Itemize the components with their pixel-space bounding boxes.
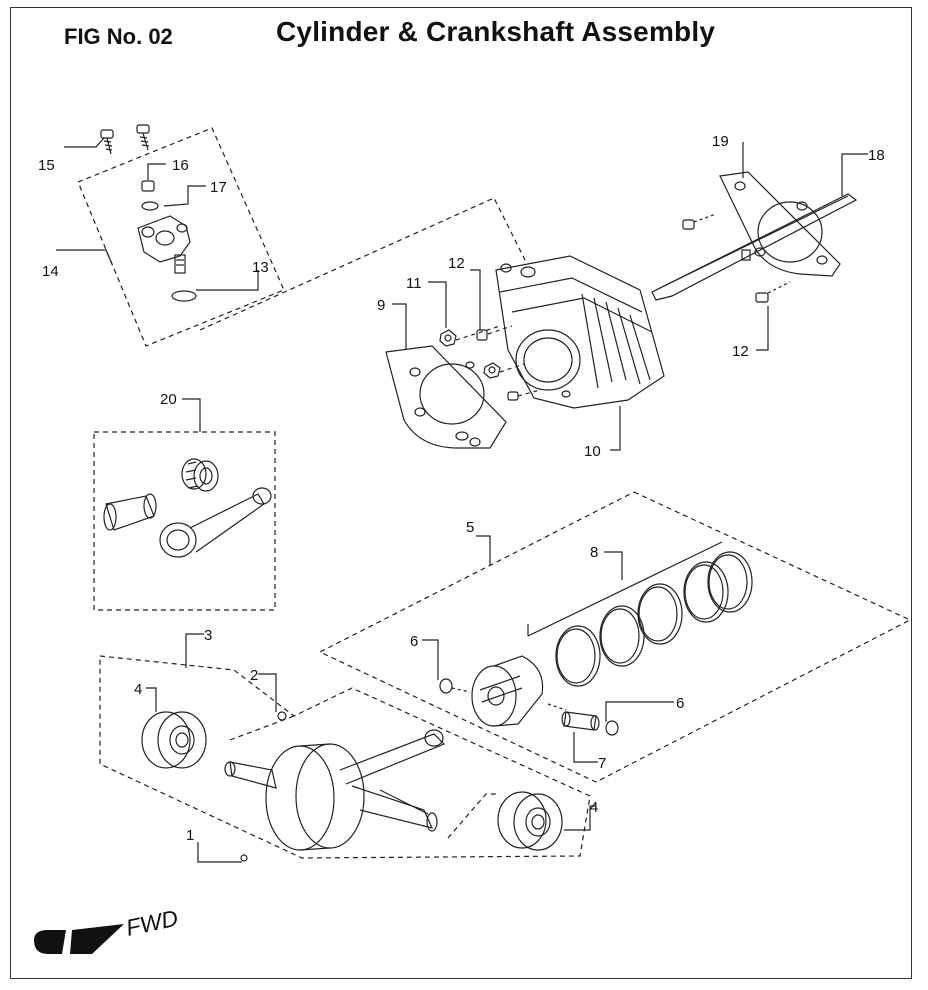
callout-12-head: 12 [732, 343, 749, 360]
figure-number: FIG No. 02 [64, 24, 173, 49]
piston-pin-7 [561, 711, 600, 731]
crank-group-outline [99, 655, 591, 859]
callout-20: 20 [160, 391, 177, 408]
callout-6-left: 6 [410, 633, 418, 650]
callout-13: 13 [252, 259, 269, 276]
piston-rings [555, 551, 753, 687]
callout-18: 18 [868, 147, 885, 164]
piston-ring-set-outline [527, 541, 723, 637]
diagram-title: Cylinder & Crankshaft Assembly [276, 16, 716, 47]
circlip-6a [439, 678, 453, 694]
conrod-kit-outline [93, 431, 276, 611]
callout-16: 16 [172, 157, 189, 174]
callout-2: 2 [250, 667, 258, 684]
callout-3: 3 [204, 627, 212, 644]
callout-6-right: 6 [676, 695, 684, 712]
circlip-6b [605, 720, 619, 736]
callout-8: 8 [590, 544, 598, 561]
dowel-12-head [682, 213, 791, 303]
diagram-frame [10, 7, 912, 979]
crank-right-link [447, 793, 500, 839]
key-1 [240, 854, 248, 862]
callout-12-cylinder: 12 [448, 255, 465, 272]
tensioner-body [137, 215, 191, 274]
connecting-rod [159, 487, 272, 558]
callout-15: 15 [38, 157, 55, 174]
leader-lines [56, 137, 868, 863]
piston [471, 655, 544, 727]
tensioner-plug-16 [141, 180, 159, 211]
callout-4-right: 4 [590, 799, 598, 816]
bearing-4-left [141, 711, 207, 769]
crank-pin-2 [277, 711, 287, 721]
fwd-label: FWD [124, 905, 181, 941]
needle-bearing [181, 458, 219, 492]
head-gasket [719, 171, 841, 277]
callout-numbers: 1 2 3 4 4 5 6 6 7 8 9 10 11 12 12 13 14 … [38, 133, 885, 844]
bolt-15b [136, 124, 150, 151]
callout-9: 9 [377, 297, 385, 314]
cylinder-block [495, 255, 665, 409]
tensioner-link-line [199, 197, 527, 331]
callout-14: 14 [42, 263, 59, 280]
cylinder-stud-lines [455, 325, 541, 397]
callout-5: 5 [466, 519, 474, 536]
callout-1: 1 [186, 827, 194, 844]
piston-axis-2 [547, 703, 567, 711]
callout-7: 7 [598, 755, 606, 772]
nut-11 [439, 329, 457, 347]
piston-axis [451, 687, 471, 693]
callout-10: 10 [584, 443, 601, 460]
callout-19: 19 [712, 133, 729, 150]
bolt-15a [100, 129, 114, 155]
piston-pin-kit [103, 493, 157, 531]
chain-guide [651, 193, 858, 301]
nut-11b [483, 362, 501, 379]
cylinder-base-gasket [385, 345, 507, 449]
crankshaft [224, 729, 446, 851]
callout-4-left: 4 [134, 681, 142, 698]
callout-11: 11 [406, 275, 422, 292]
bearing-4-right [497, 791, 563, 851]
piston-group-outline [318, 491, 912, 783]
o-ring-13 [171, 290, 197, 302]
callout-17: 17 [210, 179, 227, 196]
forward-arrow-icon [34, 924, 124, 954]
